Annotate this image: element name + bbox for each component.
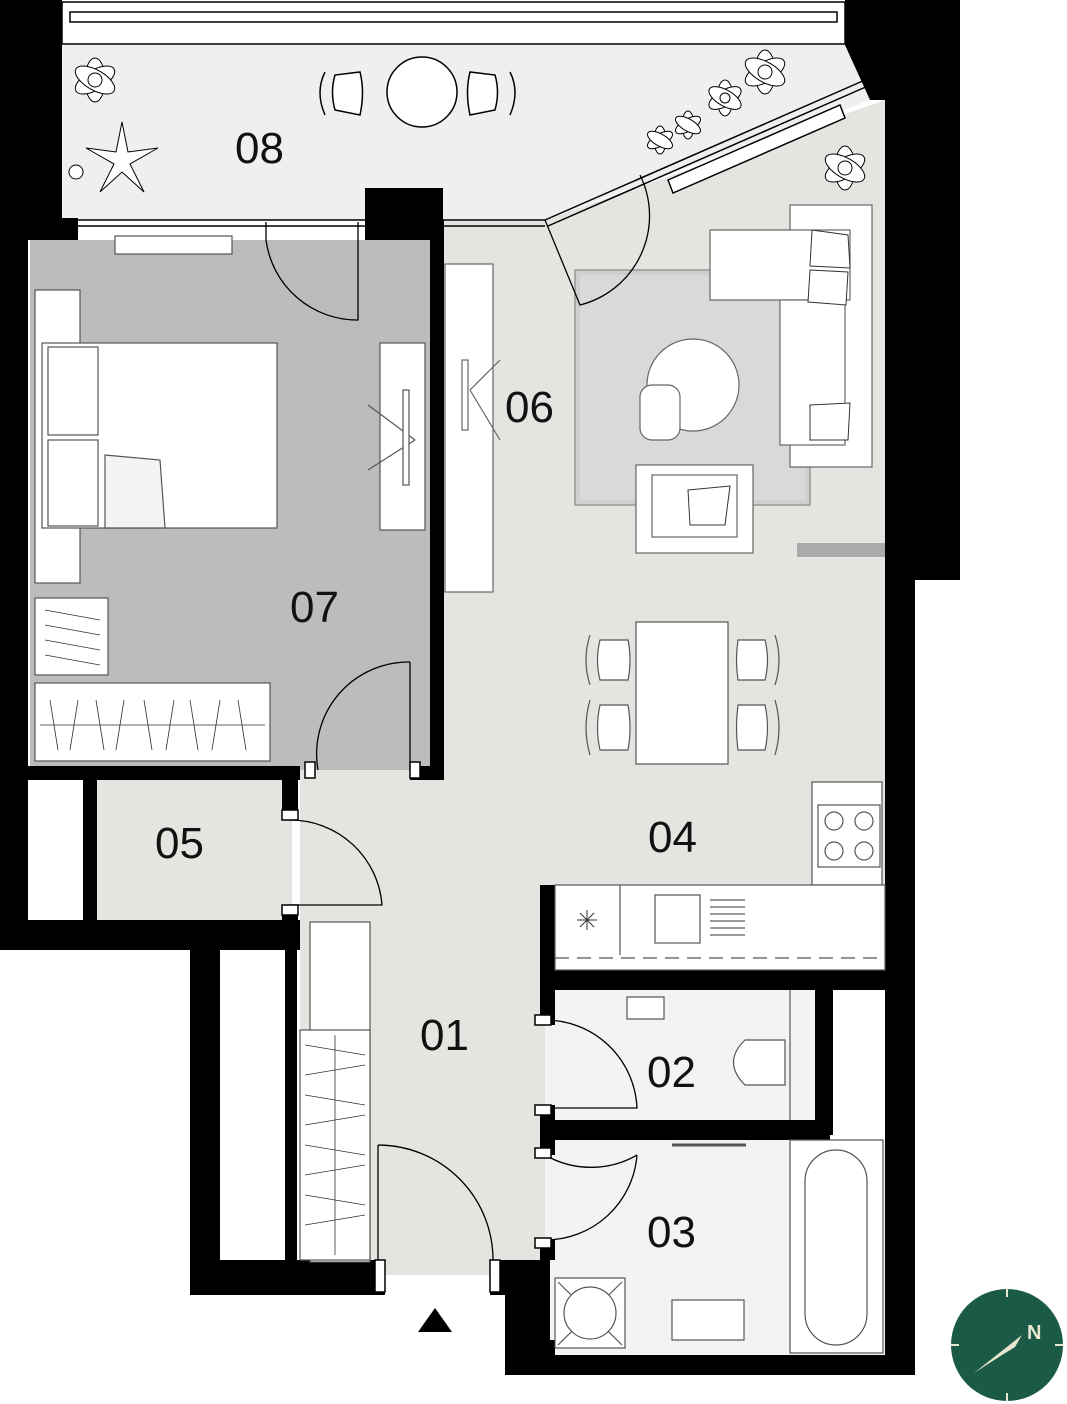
entrance-arrow-icon [418, 1308, 452, 1332]
room-label-08: 08 [235, 124, 284, 173]
room-label-06: 06 [505, 383, 554, 432]
room-label-02: 02 [647, 1048, 696, 1097]
dining-set [585, 621, 780, 765]
wardrobe-hatch [304, 1035, 366, 1255]
north-arrow-icon [974, 1335, 1022, 1373]
walls [0, 0, 960, 1375]
hall-wardrobe [299, 921, 371, 1263]
bedroom-hatching [40, 609, 265, 751]
shaft-lower-left [220, 955, 285, 1260]
kitchen-units [554, 781, 886, 971]
shaft-left [28, 780, 83, 920]
room-label-01: 01 [420, 1011, 469, 1060]
storage-floor [97, 780, 292, 920]
terrace-floor [62, 45, 870, 220]
room-label-05: 05 [155, 819, 204, 868]
kitchen-hatch [577, 899, 745, 936]
room-label-04: 04 [648, 813, 697, 862]
sanitary [554, 990, 884, 1354]
terrace-plants [68, 49, 866, 193]
room-divider-bar [797, 543, 885, 557]
compass-north-label: N [1027, 1322, 1041, 1344]
terrace-details [61, 1, 869, 227]
door-jambs[interactable] [281, 761, 552, 1293]
room-label-03: 03 [647, 1208, 696, 1257]
living-furniture [444, 204, 873, 593]
room-label-07: 07 [290, 583, 339, 632]
doors [265, 174, 651, 1263]
cushions [687, 229, 851, 526]
compass: N [951, 1289, 1063, 1401]
bedroom-furniture [34, 235, 426, 762]
room-labels: 08 06 07 05 04 01 02 03 [155, 124, 697, 1257]
